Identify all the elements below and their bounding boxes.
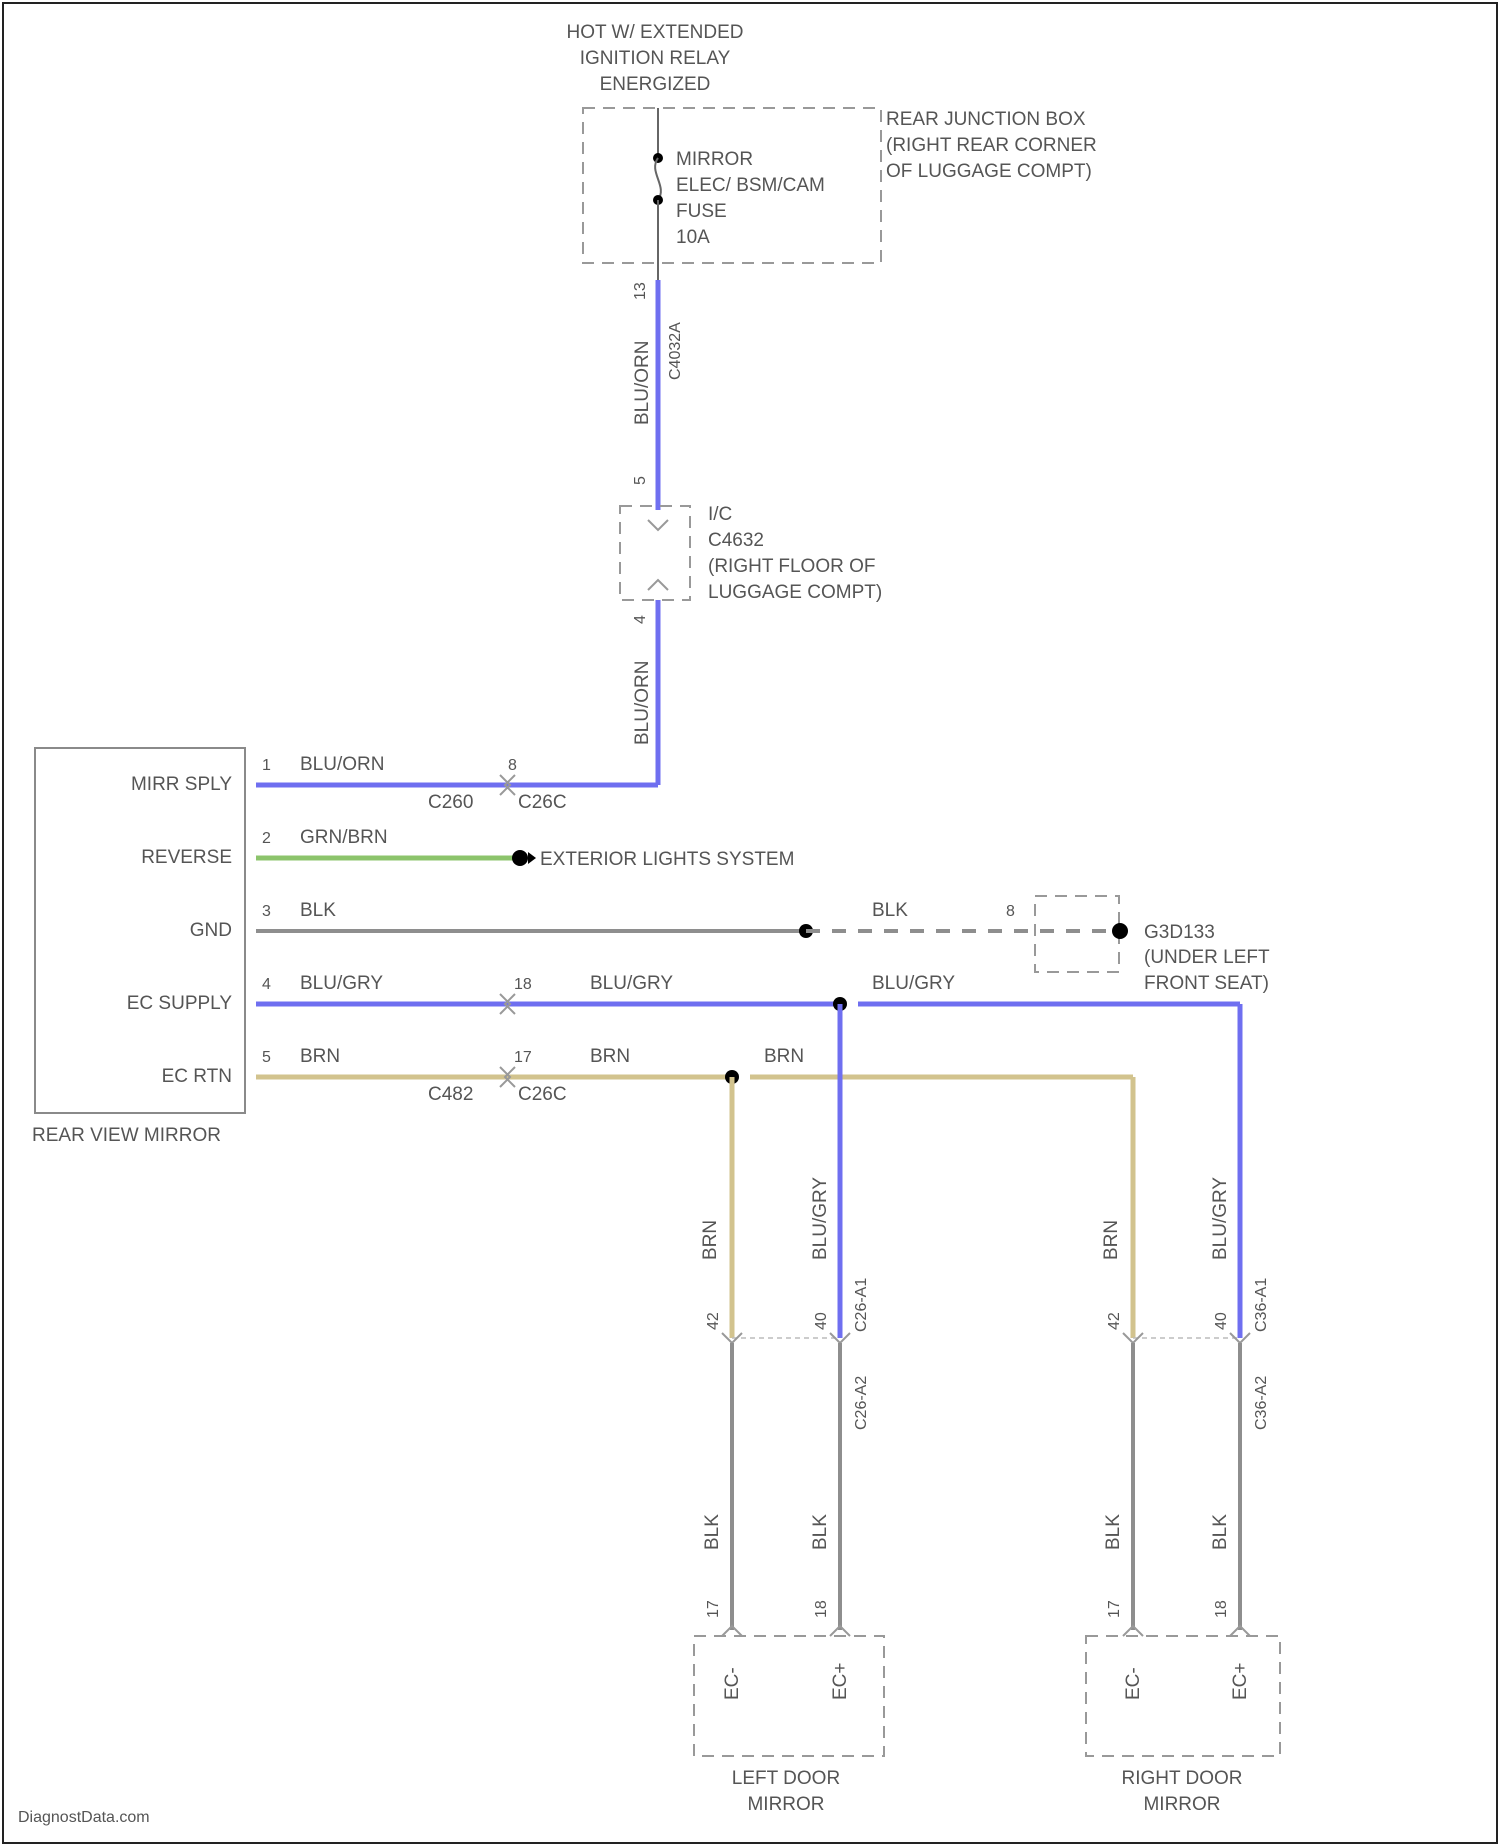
right-blk-label-2: BLK bbox=[1210, 1514, 1231, 1550]
inline-pin-bottom: 4 bbox=[632, 615, 649, 624]
wire-label-ec-supply-2: BLU/GRY bbox=[590, 973, 673, 994]
inline-connector-male bbox=[648, 520, 668, 530]
svg-text:10A: 10A bbox=[676, 227, 710, 248]
ground-point bbox=[1112, 923, 1128, 939]
ground-id: G3D133 bbox=[1144, 922, 1215, 943]
right-wire-label-blu: BLU/GRY bbox=[1210, 1177, 1231, 1260]
svg-text:OF LUGGAGE COMPT): OF LUGGAGE COMPT) bbox=[886, 161, 1092, 182]
mid-pin-8: 8 bbox=[508, 757, 517, 774]
right-terminal-ec-minus: EC- bbox=[1123, 1667, 1144, 1700]
ground-location-2: FRONT SEAT) bbox=[1144, 973, 1269, 994]
connector-label-c260: C260 bbox=[428, 792, 473, 813]
pin-num-4: 4 bbox=[262, 976, 271, 993]
pin-num-3: 3 bbox=[262, 903, 271, 920]
pin-label-mirr-sply: MIRR SPLY bbox=[131, 774, 232, 795]
right-pin-brn: 42 bbox=[1106, 1312, 1123, 1330]
wire-label-feed-lower: BLU/ORN bbox=[632, 661, 653, 745]
left-wire-label-brn: BRN bbox=[700, 1220, 721, 1260]
rear-junction-box-label: REAR JUNCTION BOX (RIGHT REAR CORNER OF … bbox=[886, 109, 1097, 182]
left-pin-blu: 40 bbox=[813, 1312, 830, 1330]
left-blk-label-1: BLK bbox=[702, 1514, 723, 1550]
inline-connector-female bbox=[648, 580, 668, 590]
svg-text:FUSE: FUSE bbox=[676, 201, 727, 222]
right-wire-label-brn: BRN bbox=[1101, 1220, 1122, 1260]
right-blk-label-1: BLK bbox=[1103, 1514, 1124, 1550]
left-door-mirror-label-2: MIRROR bbox=[747, 1794, 824, 1815]
right-pin-blu: 40 bbox=[1213, 1312, 1230, 1330]
pin-label-ec-supply: EC SUPPLY bbox=[127, 993, 233, 1014]
left-connector-bottom: C26-A2 bbox=[853, 1376, 870, 1430]
pin-label-reverse: REVERSE bbox=[141, 847, 232, 868]
left-blk-label-2: BLK bbox=[810, 1514, 831, 1550]
svg-text:REAR JUNCTION BOX: REAR JUNCTION BOX bbox=[886, 109, 1086, 130]
mid-pin-17: 17 bbox=[514, 1049, 532, 1066]
reverse-destination: EXTERIOR LIGHTS SYSTEM bbox=[540, 849, 794, 870]
left-connector-top: C26-A1 bbox=[853, 1278, 870, 1332]
right-terminal-ec-plus: EC+ bbox=[1230, 1663, 1251, 1701]
inline-connector-label: I/C C4632 (RIGHT FLOOR OF LUGGAGE COMPT) bbox=[708, 504, 882, 603]
wire-label-ec-rtn-3: BRN bbox=[764, 1046, 804, 1067]
connector-label-c482: C482 bbox=[428, 1084, 473, 1105]
svg-text:I/C: I/C bbox=[708, 504, 732, 525]
svg-text:HOT W/ EXTENDED: HOT W/ EXTENDED bbox=[567, 22, 744, 43]
gnd-pin: 8 bbox=[1006, 903, 1015, 920]
wire-label-ec-supply-3: BLU/GRY bbox=[872, 973, 955, 994]
pin-num-1: 1 bbox=[262, 757, 271, 774]
fuse-symbol bbox=[655, 158, 661, 200]
svg-text:C4632: C4632 bbox=[708, 530, 764, 551]
mid-pin-18: 18 bbox=[514, 976, 532, 993]
rear-view-mirror-label: REAR VIEW MIRROR bbox=[32, 1125, 221, 1146]
svg-text:(RIGHT FLOOR OF: (RIGHT FLOOR OF bbox=[708, 556, 875, 577]
right-lower-pin-l: 17 bbox=[1106, 1600, 1123, 1618]
connector-label-c26c-2: C26C bbox=[518, 1084, 567, 1105]
pin-label-gnd: GND bbox=[190, 920, 232, 941]
right-door-mirror-label-1: RIGHT DOOR bbox=[1121, 1768, 1242, 1789]
pin-label-ec-rtn: EC RTN bbox=[162, 1066, 232, 1087]
wire-label-feed-upper: BLU/ORN bbox=[632, 341, 653, 425]
connector-label-c26c: C26C bbox=[518, 792, 567, 813]
wire-label-ec-rtn-2: BRN bbox=[590, 1046, 630, 1067]
reverse-arrow-icon bbox=[528, 852, 536, 864]
right-lower-pin-r: 18 bbox=[1213, 1600, 1230, 1618]
wire-label-gnd-shared: BLK bbox=[872, 900, 908, 921]
fuse-pin: 13 bbox=[632, 282, 649, 300]
fuse-connector: C4032A bbox=[667, 322, 684, 380]
power-source-label: HOT W/ EXTENDED IGNITION RELAY ENERGIZED bbox=[567, 22, 744, 95]
right-connector-top: C36-A1 bbox=[1253, 1278, 1270, 1332]
wire-label-reverse: GRN/BRN bbox=[300, 827, 388, 848]
right-connector-bottom: C36-A2 bbox=[1253, 1376, 1270, 1430]
left-terminal-ec-minus: EC- bbox=[722, 1667, 743, 1700]
wire-label-mirr-sply: BLU/ORN bbox=[300, 754, 384, 775]
ground-connector-box bbox=[1035, 896, 1119, 972]
left-door-mirror-label-1: LEFT DOOR bbox=[732, 1768, 840, 1789]
pin-num-2: 2 bbox=[262, 830, 271, 847]
inline-pin-top: 5 bbox=[632, 476, 649, 485]
left-lower-pin-l: 17 bbox=[705, 1600, 722, 1618]
pin-num-5: 5 bbox=[262, 1049, 271, 1066]
wire-label-ec-supply: BLU/GRY bbox=[300, 973, 383, 994]
right-door-mirror-label-2: MIRROR bbox=[1143, 1794, 1220, 1815]
svg-text:IGNITION RELAY: IGNITION RELAY bbox=[580, 48, 731, 69]
watermark: DiagnostData.com bbox=[18, 1809, 150, 1826]
svg-text:ELEC/ BSM/CAM: ELEC/ BSM/CAM bbox=[676, 175, 825, 196]
ground-location-1: (UNDER LEFT bbox=[1144, 947, 1270, 968]
reverse-splice bbox=[512, 850, 528, 866]
fuse-label: MIRROR ELEC/ BSM/CAM FUSE 10A bbox=[676, 149, 825, 248]
left-pin-brn: 42 bbox=[705, 1312, 722, 1330]
wire-label-gnd: BLK bbox=[300, 900, 336, 921]
left-terminal-ec-plus: EC+ bbox=[830, 1663, 851, 1701]
svg-text:LUGGAGE COMPT): LUGGAGE COMPT) bbox=[708, 582, 882, 603]
left-lower-pin-r: 18 bbox=[813, 1600, 830, 1618]
svg-text:MIRROR: MIRROR bbox=[676, 149, 753, 170]
svg-text:(RIGHT REAR CORNER: (RIGHT REAR CORNER bbox=[886, 135, 1097, 156]
svg-text:ENERGIZED: ENERGIZED bbox=[600, 74, 711, 95]
left-wire-label-blu: BLU/GRY bbox=[810, 1177, 831, 1260]
wire-label-ec-rtn: BRN bbox=[300, 1046, 340, 1067]
inline-connector-box bbox=[620, 506, 690, 600]
